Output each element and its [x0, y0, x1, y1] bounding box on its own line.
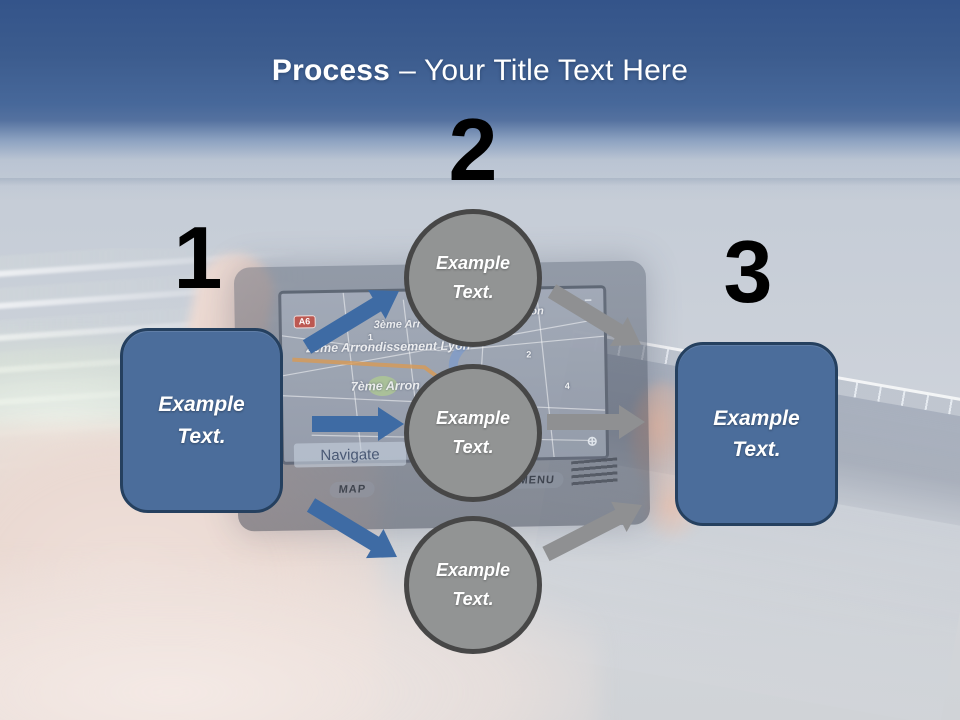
box-text-line: Example: [158, 393, 245, 416]
zoom-in-icon: ⊕: [586, 433, 598, 449]
title-secondary: – Your Title Text Here: [399, 54, 689, 87]
step-number-1[interactable]: 1: [173, 208, 223, 307]
left-example-box[interactable]: Example Text.: [120, 328, 283, 513]
circle-text-line: Example: [435, 253, 511, 274]
right-example-box[interactable]: Example Text.: [675, 342, 838, 526]
circle-text-line: Text.: [452, 437, 494, 457]
zoom-out-icon: −: [584, 292, 593, 308]
navigate-bar: Navigate: [293, 441, 407, 468]
step-number-2[interactable]: 2: [448, 100, 498, 199]
map-button-label: MAP: [328, 481, 376, 498]
slide-title[interactable]: Process– Your Title Text Here: [0, 54, 960, 88]
process-circle-bottom[interactable]: Example Text.: [404, 516, 542, 654]
box-text-line: Text.: [177, 424, 226, 448]
speaker-grille: [571, 457, 618, 488]
map-label-3eme: 3ème Arr: [373, 318, 422, 332]
title-band-gradient: [0, 0, 960, 200]
step-number-3[interactable]: 3: [723, 222, 773, 321]
circle-text-line: Text.: [452, 282, 494, 302]
circle-text-line: Example: [435, 408, 511, 429]
process-circle-middle[interactable]: Example Text.: [404, 364, 542, 502]
box-text-line: Text.: [732, 438, 781, 461]
process-circle-top[interactable]: Example Text.: [404, 209, 542, 347]
a6-road-badge: A6: [293, 315, 316, 329]
circle-text-line: Text.: [452, 589, 494, 609]
box-text-line: Example: [713, 406, 800, 430]
circle-text-line: Example: [435, 560, 511, 581]
title-primary: Process: [271, 54, 391, 87]
map-label-7eme: 7ème Arron: [350, 378, 420, 394]
